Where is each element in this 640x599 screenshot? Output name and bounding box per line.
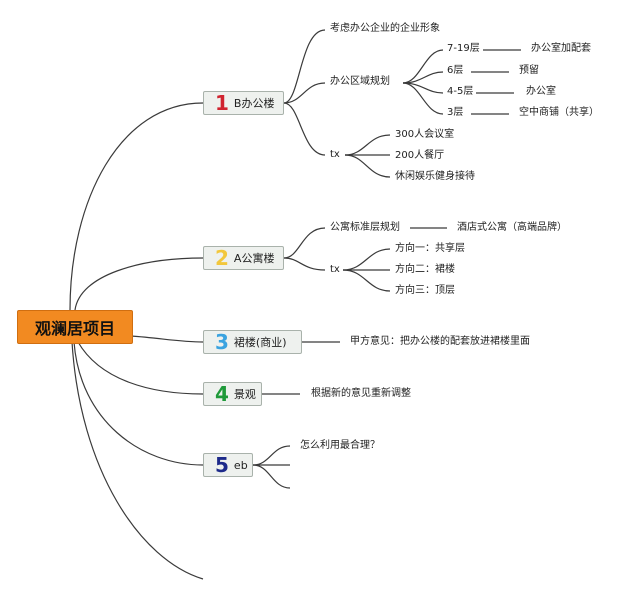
b1-floor-6: 6层 (447, 65, 464, 76)
root-label: 观澜居项目 (34, 319, 115, 338)
b1-floor-3-note: 空中商铺（共享） (519, 107, 599, 118)
b1-item-image: 考虑办公企业的企业形象 (330, 23, 440, 34)
link-root-b5 (73, 341, 204, 466)
b1-floor-6-note: 预留 (519, 65, 539, 76)
b2-tx-direction-2: 方向二：裙楼 (395, 264, 455, 275)
branch-5-node[interactable]: 5 eb (203, 453, 253, 477)
branch-4-number: 4 (215, 382, 229, 406)
b2-item-apartment-plan: 公寓标准层规划 (330, 222, 400, 233)
branch-3-node[interactable]: 3 裙楼(商业) (203, 330, 302, 354)
branch-4-node[interactable]: 4 景观 (203, 382, 262, 406)
b2-item-tx: tx (330, 264, 340, 275)
b1-tx-dining: 200人餐厅 (395, 150, 445, 161)
b1-floor-7-19: 7-19层 (447, 43, 480, 54)
branch-5-label: eb (233, 458, 248, 472)
b2-tx-direction-1: 方向一：共享层 (395, 243, 465, 254)
link-root-b3 (130, 335, 204, 343)
b4-note: 根据新的意见重新调整 (311, 388, 411, 399)
b2-tx-direction-3: 方向三：顶层 (395, 285, 455, 296)
b1-floor-7-19-note: 办公室加配套 (531, 43, 591, 54)
link-root-b1 (69, 102, 204, 311)
root-node[interactable]: 观澜居项目 (17, 310, 133, 344)
branch-1-label: B办公楼 (233, 97, 275, 110)
link-root-b2 (74, 257, 204, 311)
branch-2-node[interactable]: 2 A公寓楼 (203, 246, 284, 270)
b3-note: 甲方意见：把办公楼的配套放进裙楼里面 (350, 336, 530, 347)
branch-3-number: 3 (215, 330, 229, 354)
b1-item-office-plan: 办公区域规划 (330, 76, 390, 87)
b1-floor-3: 3层 (447, 107, 464, 118)
branch-2-label: A公寓楼 (233, 252, 275, 265)
b1-tx-leisure: 休闲娱乐健身接待 (395, 171, 475, 182)
branch-3-label: 裙楼(商业) (233, 336, 287, 349)
b1-floor-4-5: 4-5层 (447, 86, 474, 97)
b1-tx-meeting: 300人会议室 (395, 129, 455, 140)
branch-5-number: 5 (215, 453, 229, 477)
link-root-b4 (77, 341, 204, 395)
branch-1-number: 1 (215, 91, 229, 115)
b1-item-tx: tx (330, 149, 340, 160)
b5-item-question: 怎么利用最合理？ (300, 440, 380, 451)
branch-1-node[interactable]: 1 B办公楼 (203, 91, 284, 115)
b2-item-apartment-note: 酒店式公寓（高端品牌） (457, 222, 567, 233)
b1-floor-4-5-note: 办公室 (526, 86, 556, 97)
branch-2-number: 2 (215, 246, 229, 270)
link-root-tail (71, 341, 204, 580)
branch-4-label: 景观 (233, 388, 256, 401)
